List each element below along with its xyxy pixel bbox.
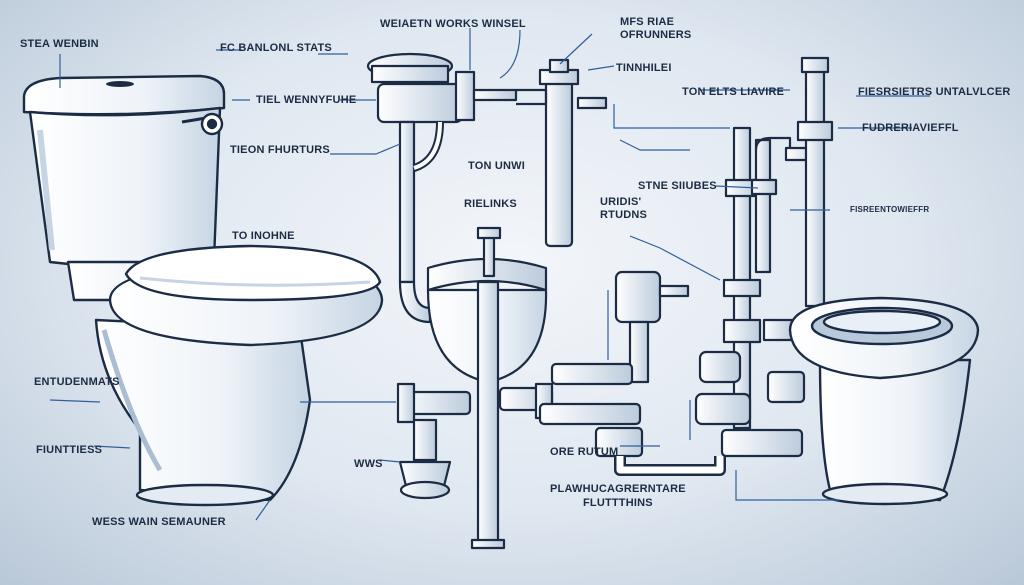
label-tank-fixture: TIEL WENNYFUHE	[256, 94, 357, 106]
label-returns: URIDIS' RTUDNS	[600, 196, 648, 221]
label-overflow: TINNHILEI	[616, 62, 672, 74]
label-tank-top: STEA WENBIN	[20, 38, 99, 50]
label-fittings: FIUNTTIESS	[36, 444, 103, 456]
label-attachments: ENTUDENMATS	[34, 376, 120, 388]
label-flow-regulator: FISREENTOWIEFFR	[850, 205, 930, 214]
label-return: ORE RUTUM	[550, 446, 619, 458]
label-diverter: FUDRERIAVIEFFL	[862, 122, 959, 134]
label-water-works: WEIAETN WORKS WINSEL	[380, 18, 526, 30]
label-ballcock: FC BANLONL STATS	[220, 42, 332, 54]
label-inlet: TO INOHNE	[232, 230, 295, 242]
label-fixtures: TIEON FHURTURS	[230, 144, 330, 156]
label-vent-valve: TON ELTS LIAVIRE	[682, 86, 785, 98]
label-supply-valve: FIESRSIETRS UNTALVLCER	[858, 86, 1011, 98]
center-valve-assembly	[366, 52, 608, 550]
label-drain-seal: WESS WAIN SEMAUNER	[92, 516, 226, 528]
left-toilet	[22, 74, 384, 507]
label-runners: MFS RIAE OFRUNNERS	[620, 16, 692, 41]
right-toilet	[788, 296, 980, 506]
label-linkage: RIELINKS	[464, 198, 517, 210]
leader-lines	[49, 28, 930, 521]
label-ws: WWS	[354, 458, 383, 470]
label-tubes: STNE SIIUBES	[638, 180, 717, 192]
right-pipework	[538, 56, 834, 476]
label-plumbing-fittings: PLAWHUCAGRERNTARE FLUTTTHINS	[550, 483, 686, 509]
label-unit: TON UNWI	[468, 160, 526, 172]
